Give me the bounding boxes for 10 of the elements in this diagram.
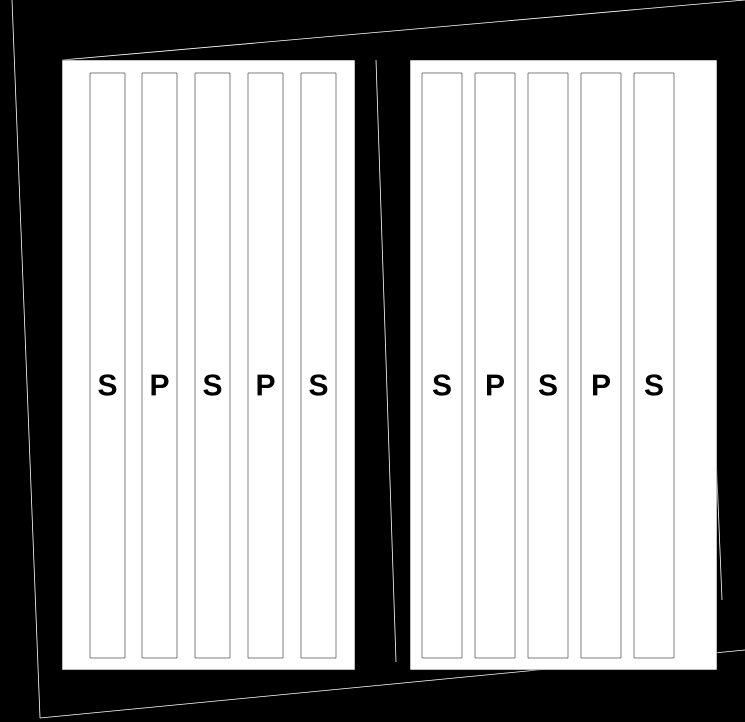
strip: S: [90, 72, 126, 658]
strip: P: [580, 72, 622, 658]
strip: S: [634, 72, 674, 658]
strip: P: [142, 72, 178, 658]
strip: S: [422, 72, 462, 658]
strip: S: [528, 72, 568, 658]
strip: P: [474, 72, 516, 658]
strip: S: [194, 72, 230, 658]
strip: P: [248, 72, 284, 658]
strip: S: [300, 72, 336, 658]
